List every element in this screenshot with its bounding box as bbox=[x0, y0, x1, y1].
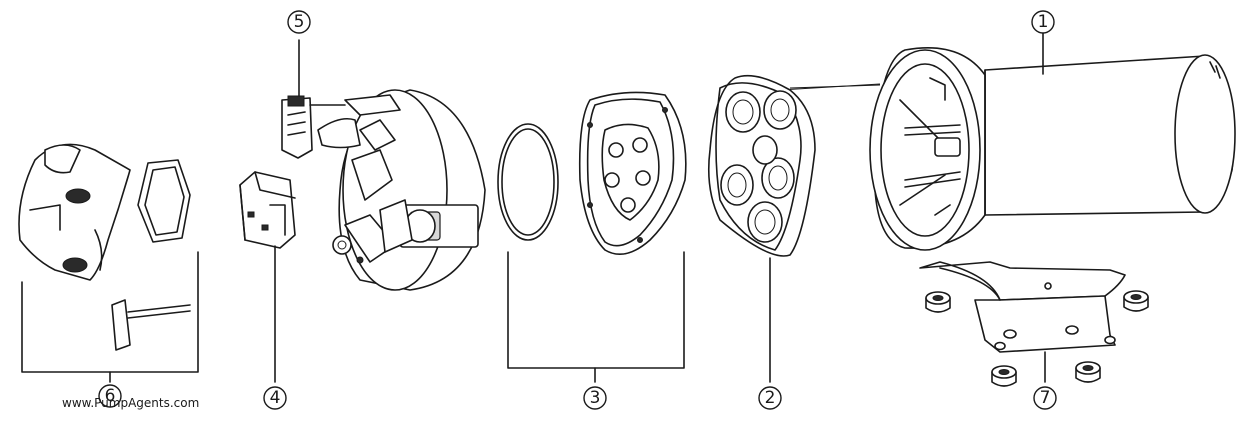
watermark-text: www.PumpAgents.com bbox=[62, 396, 200, 410]
part-motor bbox=[779, 47, 1236, 251]
callout-4: 4 bbox=[263, 386, 287, 410]
callout-3: 3 bbox=[583, 386, 607, 410]
part-valve-housing bbox=[578, 91, 687, 256]
callout-1-label: 1 bbox=[1038, 12, 1049, 32]
grommet-3 bbox=[991, 365, 1017, 387]
part-gasket bbox=[137, 159, 191, 243]
callout-7-label: 7 bbox=[1040, 388, 1051, 408]
part-mounting-bracket bbox=[919, 261, 1126, 383]
part-switch-cover bbox=[18, 143, 131, 281]
bracket-3 bbox=[507, 251, 685, 383]
callout-5: 5 bbox=[287, 10, 311, 34]
part-switch-block bbox=[239, 171, 296, 383]
callout-2-label: 2 bbox=[765, 388, 776, 408]
grommet-2 bbox=[1123, 290, 1149, 312]
grommet-1 bbox=[925, 291, 951, 313]
callout-2: 2 bbox=[758, 386, 782, 410]
callout-7: 7 bbox=[1033, 386, 1057, 410]
callout-5-label: 5 bbox=[294, 12, 305, 32]
callout-3-label: 3 bbox=[590, 388, 601, 408]
part-diaphragm bbox=[707, 74, 816, 383]
part-pin bbox=[111, 299, 191, 351]
callout-4-label: 4 bbox=[270, 388, 281, 408]
grommet-4 bbox=[1075, 361, 1101, 383]
part-o-ring bbox=[497, 123, 559, 241]
part-wobble-plate-assembly bbox=[281, 39, 486, 291]
callout-1: 1 bbox=[1031, 10, 1055, 75]
rubber-grommet-feet bbox=[925, 290, 1149, 387]
callout-6-label: 6 bbox=[105, 386, 116, 406]
bracket-6 bbox=[21, 251, 199, 383]
callout-6: 6 bbox=[98, 384, 122, 408]
